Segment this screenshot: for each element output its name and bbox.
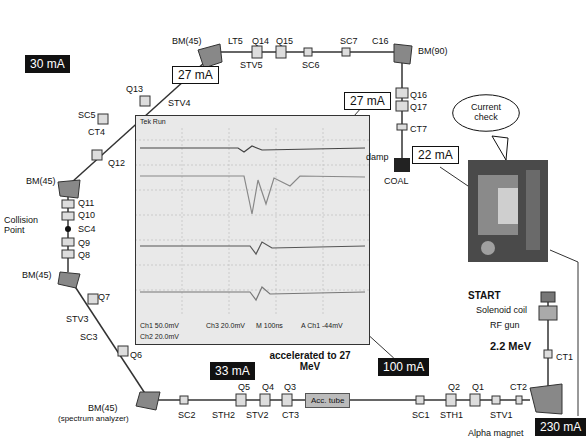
element-label: LT5: [228, 36, 243, 46]
element-label: Q17: [410, 102, 427, 112]
scope-readout: M 100ns: [256, 322, 283, 329]
current-box: 230 mA: [535, 418, 586, 436]
node-text: 100 mA: [383, 360, 424, 374]
leader-line: [370, 336, 394, 358]
scope-readout: A Ch1 -44mV: [301, 322, 343, 329]
node-text: 27 mA: [350, 94, 385, 108]
element-label: CT7: [410, 124, 427, 134]
element-label: Solenoid coil: [476, 305, 527, 315]
node-text: 33 mA: [215, 364, 250, 378]
element-label: Q9: [78, 238, 90, 248]
element-label: SC1: [412, 410, 430, 420]
element-label: CT3: [282, 410, 299, 420]
current-box: 27 mA: [344, 92, 391, 110]
element-label: START: [468, 290, 501, 301]
element-label: BM(45): [88, 403, 118, 413]
element-label: C16: [372, 36, 389, 46]
element-label: CT2: [510, 382, 527, 392]
current-box: 27 mA: [172, 66, 219, 84]
element-label: Q2: [448, 382, 460, 392]
element-label: Q3: [284, 382, 296, 392]
node-text: 27 mA: [178, 68, 213, 82]
element-label: damp: [366, 152, 389, 162]
element-label: STV2: [246, 410, 269, 420]
element-label: Collision Point: [4, 216, 52, 236]
scope-readout: Ch1 50.0mV: [140, 322, 179, 329]
element-label: SC4: [78, 224, 96, 234]
current-box: 100 mA: [378, 358, 429, 376]
element-label: STH2: [212, 410, 235, 420]
scope-readout: Ch2 20.0mV: [140, 333, 179, 340]
element-label: Alpha magnet: [468, 428, 524, 438]
accelerator-tube: Acc. tube: [305, 393, 350, 408]
element-label: Q1: [472, 382, 484, 392]
current-box: 22 mA: [412, 146, 459, 164]
element-label: Q6: [130, 350, 142, 360]
element-label: STV5: [240, 60, 263, 70]
element-label: 2.2 MeV: [490, 340, 531, 352]
element-label: SC6: [302, 60, 320, 70]
element-label: BM(45): [172, 36, 202, 46]
element-label: BM(45): [26, 176, 56, 186]
current-box: 33 mA: [210, 362, 255, 380]
element-label: CT1: [556, 352, 573, 362]
speech-bubble: Current check: [452, 94, 520, 132]
element-label: Q10: [78, 210, 95, 220]
element-label: BM(45): [22, 270, 52, 280]
element-label: Q8: [78, 250, 90, 260]
scope-readout: Ch3 20.0mV: [206, 322, 245, 329]
node-text: 30 mA: [30, 57, 65, 71]
element-label: Q4: [262, 382, 274, 392]
element-label: SC2: [178, 410, 196, 420]
element-label: Q5: [238, 382, 250, 392]
node-text: 230 mA: [540, 420, 581, 434]
element-label: STV3: [66, 314, 89, 324]
element-label: BM(90): [418, 46, 448, 56]
node-text: 22 mA: [418, 148, 453, 162]
element-label: Q15: [276, 36, 293, 46]
oscilloscope-screen: Tek RunCh1 50.0mV Ch2 20.0mV Ch3 20.0mV M 1…: [135, 115, 370, 345]
element-label: (spectrum analyzer): [58, 414, 129, 423]
element-label: Q7: [98, 292, 110, 302]
element-label: Q14: [252, 36, 269, 46]
element-label: SC7: [340, 36, 358, 46]
element-label: Q16: [410, 90, 427, 100]
element-label: Q13: [126, 84, 143, 94]
element-label: accelerated to 27 MeV: [268, 350, 352, 372]
element-label: Q11: [78, 198, 94, 208]
element-label: RF gun: [490, 320, 520, 330]
current-box: 30 mA: [25, 55, 70, 73]
node-text: Current check: [464, 103, 508, 123]
element-label: Q12: [108, 158, 125, 168]
scope-readout: Tek Run: [140, 118, 166, 125]
element-label: COAL: [384, 176, 409, 186]
element-label: SC5: [78, 110, 96, 120]
element-label: STH1: [440, 410, 463, 420]
element-label: CT4: [88, 127, 105, 137]
element-label: SC3: [80, 332, 98, 342]
node-text: Acc. tube: [311, 396, 344, 405]
element-label: STV4: [168, 98, 191, 108]
element-label: STV1: [490, 410, 513, 420]
